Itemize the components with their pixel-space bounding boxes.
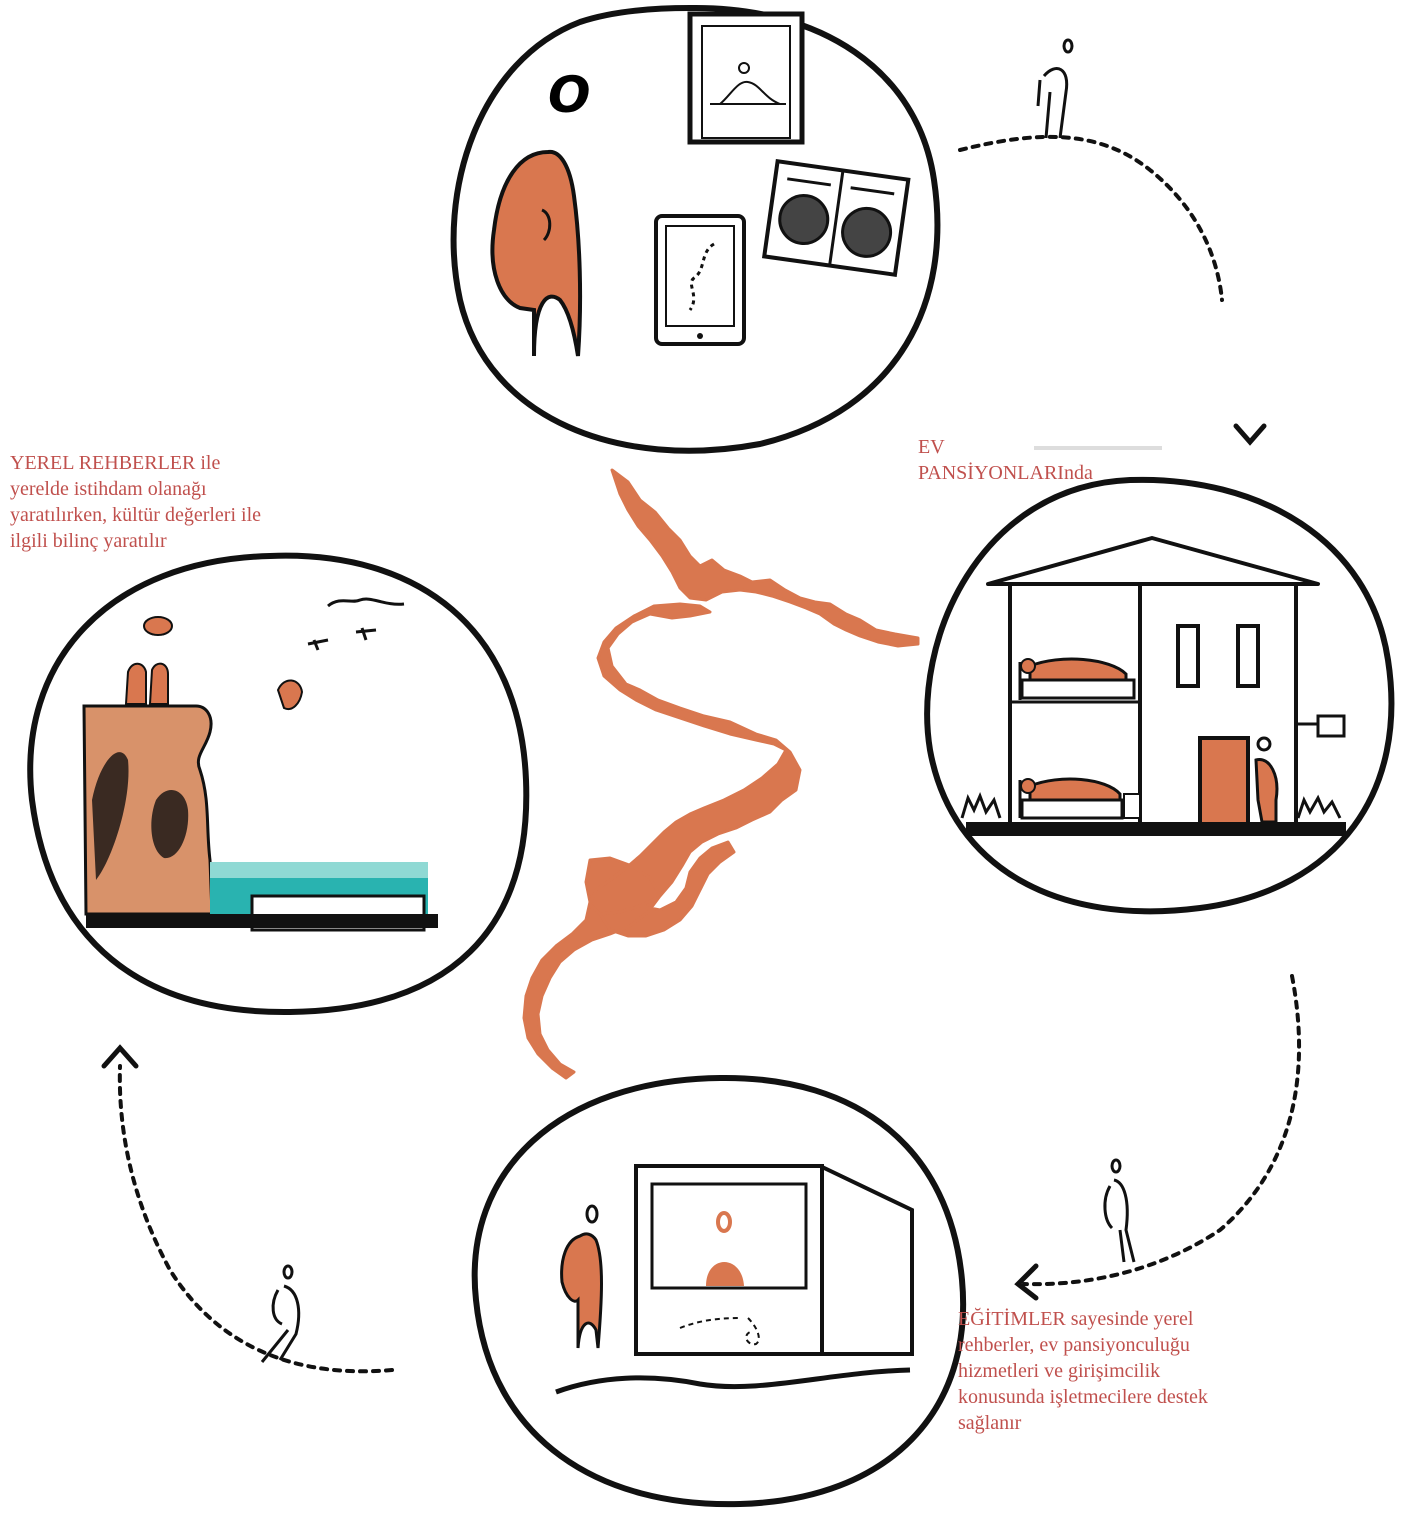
arrowhead-up-icon	[104, 1048, 136, 1066]
flying-birds	[308, 599, 404, 650]
label-guest-houses: EV PANSİYONLARInda	[918, 434, 1158, 486]
house-door	[1200, 738, 1248, 824]
walking-figure-top-right	[1038, 40, 1072, 138]
house-roof	[988, 538, 1318, 584]
walking-figure-bottom-left	[262, 1266, 299, 1362]
bottom-circle-training	[475, 1078, 963, 1504]
left-ground	[86, 914, 438, 928]
table-line	[556, 1370, 910, 1392]
label-local-guides: YEREL REHBERLER ile yerelde istihdam ola…	[10, 450, 340, 554]
house-ground	[966, 822, 1346, 836]
dashed-arrow-top-right	[960, 137, 1222, 300]
paraglider-figure	[278, 680, 302, 709]
house-sign	[1318, 716, 1344, 736]
right-circle-guest-house	[927, 480, 1391, 911]
dashed-arrow-bottom-left	[120, 1066, 392, 1371]
arrowhead-left-icon	[1018, 1266, 1036, 1298]
left-circle-local-guides	[30, 556, 526, 1012]
open-book-icon	[764, 161, 908, 274]
framed-picture	[690, 14, 802, 142]
tablet-icon	[656, 216, 744, 344]
guide-figures	[126, 617, 172, 704]
top-circle-information	[454, 8, 938, 451]
river-map	[524, 470, 918, 1078]
arrowhead-down-icon	[1236, 426, 1264, 442]
visitor-figure	[492, 152, 580, 356]
walking-figure-bottom-right	[1105, 1160, 1134, 1262]
top-circle-letter: O	[548, 66, 591, 124]
dashed-arrow-right-down	[1024, 976, 1299, 1284]
label-trainings: EĞİTİMLER sayesinde yerel rehberler, ev …	[958, 1306, 1278, 1436]
trainee-figure	[562, 1206, 602, 1348]
